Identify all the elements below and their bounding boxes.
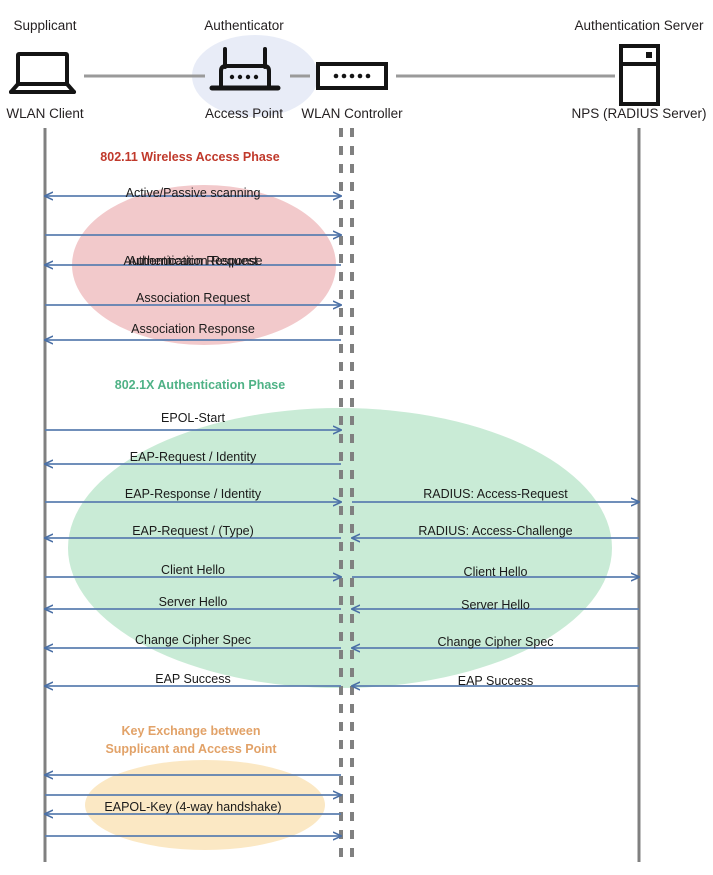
message-label-left-1: Authentication Request xyxy=(128,254,258,268)
message-label-right-2: Client Hello xyxy=(463,565,528,579)
message-label-left-2: Authentication Response xyxy=(123,254,263,268)
message-label-right-3: Server Hello xyxy=(461,598,530,612)
network-switch-icon xyxy=(316,62,388,90)
message-label-left-15: EAPOL-Key (4-way handshake) xyxy=(104,800,282,814)
actor-role-supplicant: Supplicant xyxy=(13,18,77,33)
actor-device-wlan-controller: WLAN Controller xyxy=(301,106,403,121)
actor-device-access-point: Access Point xyxy=(204,106,284,121)
message-label-left-0: Active/Passive scanning xyxy=(125,186,261,200)
server-tower-icon xyxy=(619,44,660,106)
lifelines xyxy=(43,128,641,862)
message-label-right-0: RADIUS: Access-Request xyxy=(423,487,568,501)
phase-label-line1: Key Exchange between xyxy=(121,724,261,738)
message-label-left-3: Association Request xyxy=(136,291,250,305)
actor-device-auth-server: NPS (RADIUS Server) xyxy=(571,106,707,121)
message-label-left-5: EPOL-Start xyxy=(161,411,225,425)
message-label-left-11: Change Cipher Spec xyxy=(134,633,252,647)
phase-label-dot1x-auth: 802.1X Authentication Phase xyxy=(114,378,286,392)
message-label-right-4: Change Cipher Spec xyxy=(437,635,554,649)
wireless-router-icon xyxy=(209,47,281,91)
laptop-icon xyxy=(9,52,76,94)
message-label-right-1: RADIUS: Access-Challenge xyxy=(418,524,573,538)
message-label-left-9: Client Hello xyxy=(161,563,225,577)
message-label-right-5: EAP Success xyxy=(457,674,534,688)
actor-device-supplicant: WLAN Client xyxy=(6,106,84,121)
message-label-left-8: EAP-Request / (Type) xyxy=(132,524,254,538)
phase-label-line2: Supplicant and Access Point xyxy=(105,742,277,756)
message-arrows xyxy=(45,196,639,836)
message-label-left-7: EAP-Response / Identity xyxy=(124,487,262,501)
message-label-left-12: EAP Success xyxy=(155,672,231,686)
actor-role-access-point: Authenticator xyxy=(204,18,284,33)
phase-label-wireless-access: 802.11 Wireless Access Phase xyxy=(100,150,280,164)
message-label-left-10: Server Hello xyxy=(158,595,228,609)
message-label-left-6: EAP-Request / Identity xyxy=(129,450,257,464)
actor-role-auth-server: Authentication Server xyxy=(574,18,704,33)
message-label-left-4: Association Response xyxy=(131,322,255,336)
phase-ellipse-key-exchange xyxy=(85,760,325,850)
